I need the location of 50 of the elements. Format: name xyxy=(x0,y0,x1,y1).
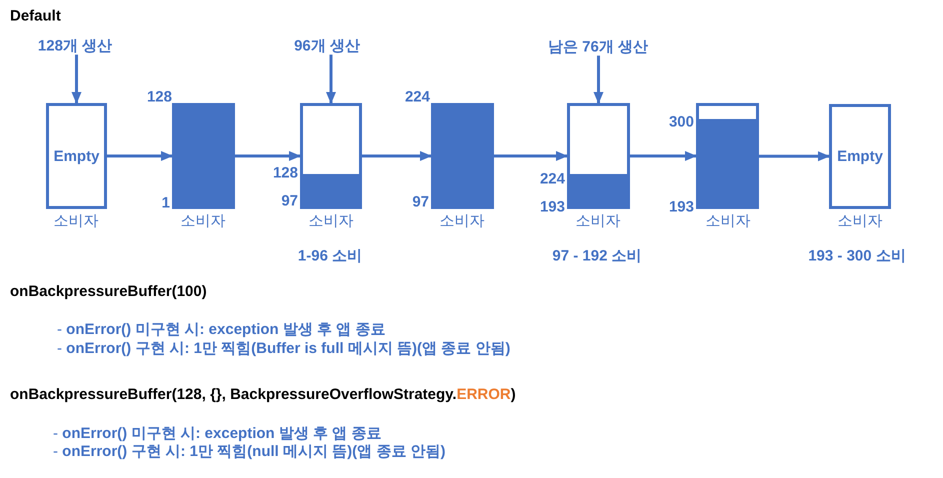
bullet-item: - onError() 구현 시: 1만 찍힘(null 메시지 뜸)(앱 종료 안됨) xyxy=(53,443,446,461)
code-heading: onBackpressureBuffer(100) xyxy=(10,283,207,301)
buffer-box xyxy=(46,103,107,209)
arrow xyxy=(759,151,830,162)
arrow xyxy=(72,54,82,104)
arrow xyxy=(235,151,301,161)
consumer-label: 소비자 xyxy=(706,212,750,230)
buffer-box xyxy=(696,103,759,209)
index-label: 1 xyxy=(162,194,170,212)
consumed-range-label: 97 - 192 소비 xyxy=(552,247,642,265)
arrow xyxy=(494,151,568,161)
buffer-box xyxy=(567,103,630,209)
consumer-label: 소비자 xyxy=(308,212,354,230)
consumer-label: 소비자 xyxy=(54,212,98,230)
index-label: 224 xyxy=(540,170,565,188)
production-label: 남은 76개 생산 xyxy=(548,38,648,56)
consumed-range-label: 1-96 소비 xyxy=(298,247,362,265)
arrow xyxy=(630,151,697,161)
bullet-item: - onError() 구현 시: 1만 찍힘(Buffer is full 메시지 뜸)(앱 종료 안됨) xyxy=(57,340,510,358)
consumer-label: 소비자 xyxy=(838,212,882,230)
bullet-item: - onError() 미구현 시: exception 발생 후 앱 종료 xyxy=(53,425,382,443)
status-label: Empty xyxy=(837,148,883,165)
error-keyword: ERROR xyxy=(456,386,511,404)
index-label: 193 xyxy=(540,198,565,216)
index-label: 300 xyxy=(668,113,694,131)
buffer-box xyxy=(829,104,891,209)
index-label: 128 xyxy=(272,164,298,182)
buffer-box xyxy=(431,103,494,209)
closing-parenthesis: ) xyxy=(510,386,516,404)
index-label: 97 xyxy=(412,193,429,211)
status-label: Empty xyxy=(54,148,100,164)
code-heading: onBackpressureBuffer(128, {}, BackpressureOverflowStrategy. xyxy=(10,386,457,404)
production-label: 128개 생산 xyxy=(38,37,112,55)
index-label: 193 xyxy=(668,198,694,216)
bullet-item: - onError() 미구현 시: exception 발생 후 앱 종료 xyxy=(57,321,386,339)
consumer-label: 소비자 xyxy=(576,212,620,230)
buffer-box xyxy=(172,103,235,209)
index-label: 97 xyxy=(281,192,298,210)
arrow xyxy=(362,151,432,161)
consumed-range-label: 193 - 300 소비 xyxy=(808,247,906,265)
title: Default xyxy=(10,7,61,25)
index-label: 224 xyxy=(404,88,430,106)
consumer-label: 소비자 xyxy=(180,212,226,230)
production-label: 96개 생산 xyxy=(294,37,360,55)
index-label: 128 xyxy=(146,88,172,106)
arrow xyxy=(594,56,604,104)
arrow xyxy=(326,54,336,104)
buffer-box xyxy=(300,103,362,209)
consumer-label: 소비자 xyxy=(440,212,484,230)
arrow xyxy=(107,151,173,161)
